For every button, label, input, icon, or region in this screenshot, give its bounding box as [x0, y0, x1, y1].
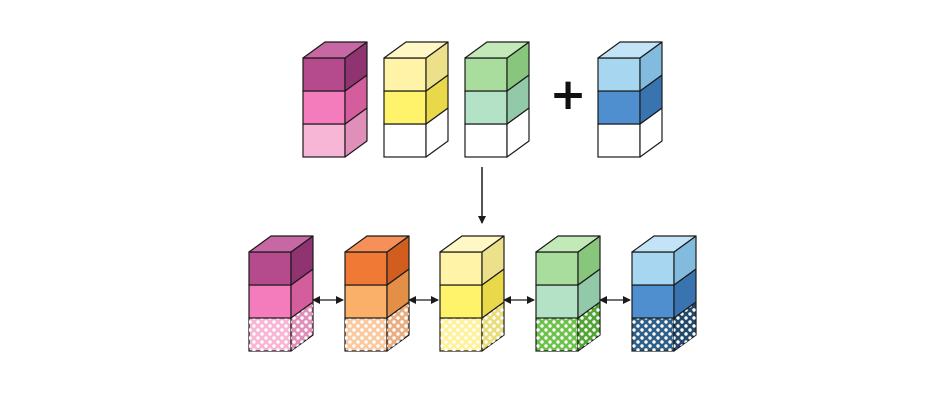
output-stack-yellow-out — [439, 235, 505, 352]
cube-top — [439, 235, 505, 253]
cube-cell — [344, 235, 410, 286]
cube-front-dots — [345, 318, 387, 351]
cube-cell — [383, 41, 449, 92]
cube-front — [464, 90, 508, 125]
cube-front-dots — [249, 318, 291, 351]
output-stack-blue-out — [631, 235, 697, 352]
cube-front — [631, 284, 675, 319]
cube-front — [464, 57, 508, 92]
cube-cell — [464, 41, 530, 92]
cube-cell — [302, 107, 368, 158]
input-stack-yellow — [383, 41, 449, 158]
input-stack-blue — [597, 41, 663, 158]
cube-top — [383, 41, 449, 59]
cube-front — [535, 251, 579, 286]
cube-top — [464, 41, 530, 59]
cube-front-dots — [632, 318, 674, 351]
cube-top — [302, 41, 368, 59]
cube-front — [302, 57, 346, 92]
cube-cell — [535, 235, 601, 286]
plus-sign: + — [549, 69, 587, 120]
cube-top — [535, 235, 601, 253]
cube-cell — [383, 107, 449, 158]
cube-front — [302, 90, 346, 125]
cube-top — [344, 235, 410, 253]
cube-cell — [464, 107, 530, 158]
cube-cell — [631, 235, 697, 286]
output-stack-green-out — [535, 235, 601, 352]
cube-front — [344, 251, 388, 286]
cube-front — [302, 123, 346, 158]
cube-front — [597, 123, 641, 158]
cube-front — [439, 251, 483, 286]
cube-front — [439, 284, 483, 319]
cube-cell — [439, 235, 505, 286]
cube-front — [383, 57, 427, 92]
cube-front — [344, 284, 388, 319]
cube-front — [464, 123, 508, 158]
cube-front — [597, 90, 641, 125]
cube-cell — [248, 301, 314, 352]
cube-cell — [464, 74, 530, 125]
cube-front — [535, 284, 579, 319]
cube-front — [248, 284, 292, 319]
cube-front — [383, 123, 427, 158]
cube-front — [383, 90, 427, 125]
input-stack-green — [464, 41, 530, 158]
cube-front — [248, 251, 292, 286]
cube-cell — [439, 301, 505, 352]
cube-cell — [597, 41, 663, 92]
cube-top — [631, 235, 697, 253]
output-stack-orange-out — [344, 235, 410, 352]
cube-front — [597, 57, 641, 92]
cube-front-dots — [440, 318, 482, 351]
cube-top — [248, 235, 314, 253]
cube-top — [597, 41, 663, 59]
cube-cell — [302, 41, 368, 92]
cube-cell — [248, 235, 314, 286]
input-stack-magenta — [302, 41, 368, 158]
cube-front-dots — [536, 318, 578, 351]
cube-front — [631, 251, 675, 286]
output-stack-magenta-out — [248, 235, 314, 352]
